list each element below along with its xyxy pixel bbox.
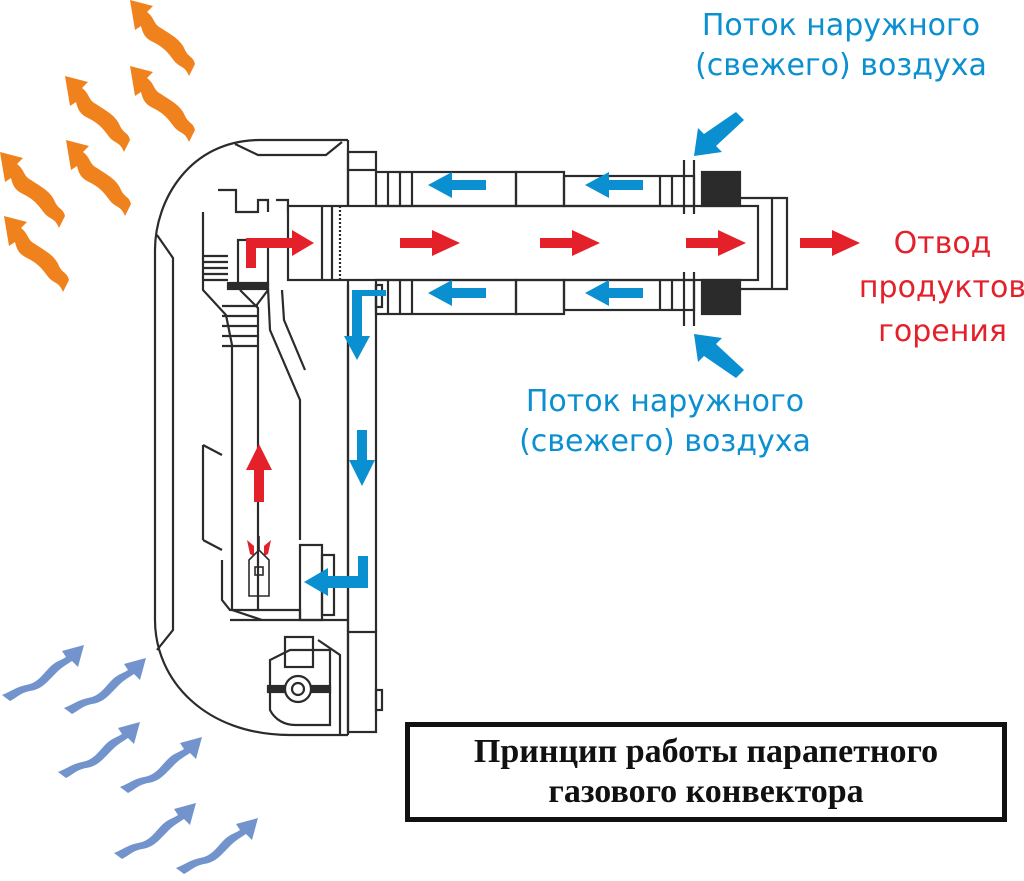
fresh-air-elbow-left-arrow (304, 556, 368, 596)
cold-air-arrow (176, 818, 258, 874)
coaxial-pipe (286, 160, 789, 326)
burner-icon (248, 536, 270, 597)
wall-seal-top (700, 170, 742, 208)
fresh-air-intake-arrow-bottom (694, 334, 744, 378)
fresh-air-arrow-down (349, 430, 375, 486)
warm-air-arrow (130, 66, 195, 142)
convector-housing (153, 138, 384, 737)
cold-air-arrows (2, 645, 258, 874)
combustion-arrow-right (686, 230, 746, 256)
fresh-air-arrows (304, 112, 744, 596)
flame-icon (247, 540, 271, 556)
heat-exchanger (201, 212, 263, 622)
housing-top-bevel (234, 141, 343, 157)
label-line: (свежего) воздуха (519, 424, 811, 459)
combustion-elbow-arrow (246, 230, 314, 268)
label-line: продуктов (858, 270, 1024, 305)
terminal-cap (740, 196, 789, 291)
inner-flue-pipe (286, 204, 760, 282)
label-line: Поток наружного (525, 384, 805, 419)
fresh-air-label-bottom: Поток наружного (свежего) воздуха (495, 382, 835, 462)
diagram-title: Принцип работы парапетного газового конв… (405, 722, 1007, 822)
wall-seal-bottom (700, 278, 742, 316)
cold-air-arrow (120, 737, 202, 793)
title-line-2: газового конвектора (548, 773, 864, 810)
combustion-arrow-right (400, 230, 460, 256)
fresh-air-arrow-left (585, 280, 643, 306)
label-line: (свежего) воздуха (695, 48, 987, 83)
title-line-1: Принцип работы парапетного (473, 733, 939, 770)
fresh-air-arrow-left (585, 172, 643, 198)
warm-air-arrow (4, 216, 69, 292)
fresh-air-elbow-down-arrow (344, 290, 386, 360)
combustion-arrows (246, 230, 860, 556)
label-line: Отвод (893, 226, 992, 261)
fresh-air-intake-arrow-top (694, 112, 744, 156)
fresh-air-label-top: Поток наружного (свежего) воздуха (655, 6, 1024, 86)
warm-air-arrow (130, 0, 195, 76)
warm-air-arrow (65, 76, 130, 152)
exhaust-arrow (800, 230, 860, 256)
label-line: горения (878, 314, 1007, 349)
cold-air-arrow (58, 722, 140, 778)
combustion-arrow-right (540, 230, 600, 256)
warm-air-arrow (0, 152, 65, 228)
housing-inner-bevel (156, 234, 175, 651)
fresh-air-arrow-left (428, 280, 486, 306)
cold-air-arrow (2, 645, 84, 701)
housing-front-panel (153, 138, 348, 737)
cold-air-arrow (64, 658, 146, 714)
combustion-arrow-up (246, 444, 272, 502)
cold-air-arrow (114, 803, 196, 859)
warm-air-arrows (0, 0, 195, 292)
fresh-air-arrow-left (428, 172, 486, 198)
exhaust-label: Отвод продуктов горения (855, 222, 1024, 354)
label-line: Поток наружного (701, 8, 981, 43)
warm-air-arrow (66, 140, 131, 216)
